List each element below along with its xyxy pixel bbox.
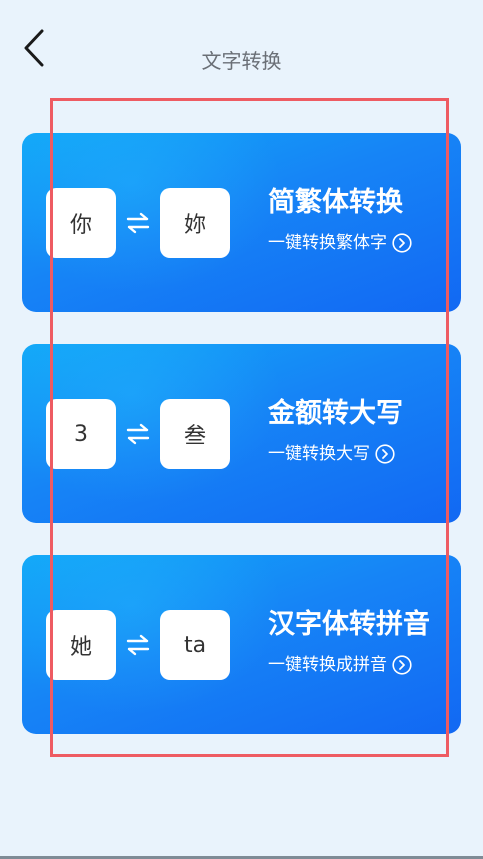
circle-chevron-right-icon — [392, 655, 412, 675]
swap-arrows-icon — [124, 629, 152, 661]
traditional-simplified-card[interactable]: 你 妳 简繁体转换 一键转换繁体字 — [22, 133, 461, 312]
card-title: 简繁体转换 — [268, 187, 403, 218]
back-button[interactable] — [14, 28, 54, 68]
page-title: 文字转换 — [201, 49, 282, 73]
bottom-divider — [0, 856, 483, 859]
card-subtitle: 一键转换繁体字 — [268, 233, 387, 253]
source-char-tile: 3 — [46, 399, 116, 469]
card-subtitle: 一键转换成拼音 — [268, 655, 387, 675]
card-title: 汉字体转拼音 — [268, 609, 430, 640]
swap-arrows-icon — [124, 207, 152, 239]
circle-chevron-right-icon — [375, 444, 395, 464]
card-subtitle-link[interactable]: 一键转换大写 — [268, 442, 395, 466]
source-char-tile: 你 — [46, 188, 116, 258]
amount-uppercase-card[interactable]: 3 叁 金额转大写 一键转换大写 — [22, 344, 461, 523]
swap-arrows-icon — [124, 418, 152, 450]
card-subtitle: 一键转换大写 — [268, 444, 370, 464]
target-char-tile: ta — [160, 610, 230, 680]
source-char-tile: 她 — [46, 610, 116, 680]
card-subtitle-link[interactable]: 一键转换成拼音 — [268, 653, 412, 677]
target-char-tile: 妳 — [160, 188, 230, 258]
card-subtitle-link[interactable]: 一键转换繁体字 — [268, 231, 412, 255]
card-title: 金额转大写 — [268, 398, 403, 429]
chinese-to-pinyin-card[interactable]: 她 ta 汉字体转拼音 一键转换成拼音 — [22, 555, 461, 734]
chevron-left-icon — [24, 29, 44, 67]
target-char-tile: 叁 — [160, 399, 230, 469]
circle-chevron-right-icon — [392, 233, 412, 253]
